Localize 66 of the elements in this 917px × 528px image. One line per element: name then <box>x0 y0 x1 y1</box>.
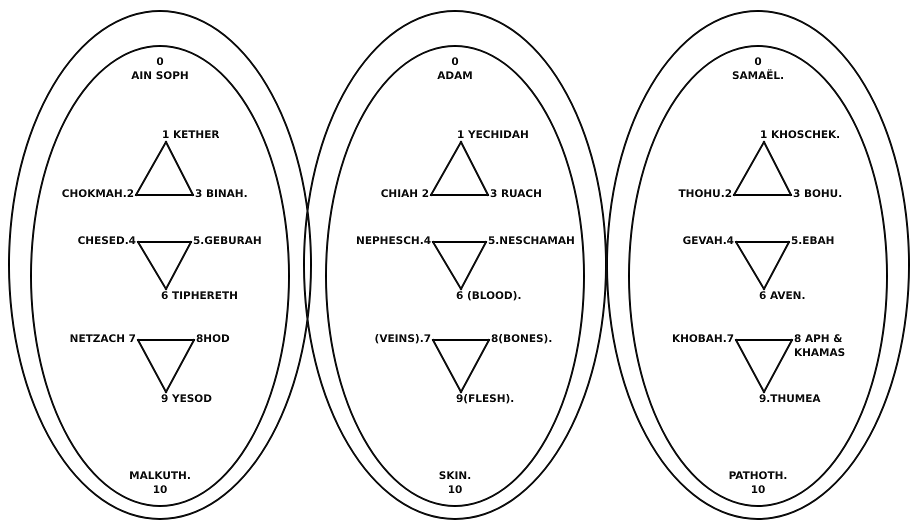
sephirah-label: 3 BINAH. <box>195 187 248 201</box>
sephirah-label: KHOBAH.7 <box>672 332 734 346</box>
inner-oval <box>628 45 888 507</box>
sephirah-label: THOHU.2 <box>678 187 732 201</box>
triangle-side <box>430 194 489 196</box>
sephirah-label: 3 BOHU. <box>793 187 842 201</box>
triangle-side <box>460 339 490 393</box>
triangle-side <box>137 241 192 243</box>
oval-label: 0 SAMAËL. <box>730 55 786 83</box>
triangle-side <box>135 141 167 196</box>
sephirah-label: 1 KETHER <box>162 128 220 142</box>
sephirah-label: CHIAH 2 <box>380 187 429 201</box>
triangle-side <box>460 241 487 290</box>
sephirah-label: 6 TIPHERETH <box>161 289 238 303</box>
sephirah-label: 9(FLESH). <box>456 392 514 406</box>
inner-oval <box>325 45 585 507</box>
triangle-side <box>735 241 790 243</box>
triangle-side <box>432 241 487 243</box>
triangle-side <box>135 194 194 196</box>
sephirah-label: 9.THUMEA <box>759 392 821 406</box>
sephirah-label: NEPHESCH.4 <box>356 234 431 248</box>
sephirah-label: 8 APH & KHAMAS <box>794 332 878 360</box>
sephirah-label: CHESED.4 <box>78 234 136 248</box>
triangle-side <box>733 194 792 196</box>
triangle-side <box>137 339 195 341</box>
triangle-side <box>460 141 489 196</box>
oval-label: 0 AIN SOPH <box>130 55 190 83</box>
oval-label: 0 ADAM <box>436 55 474 83</box>
sephirah-label: NETZACH 7 <box>70 332 136 346</box>
oval-label: MALKUTH. 10 <box>128 469 192 497</box>
triangle-side <box>137 339 167 393</box>
triangle-side <box>735 241 765 290</box>
triangle-side <box>137 241 167 290</box>
sephirah-label: 1 YECHIDAH <box>457 128 529 142</box>
sephirah-label: 1 KHOSCHEK. <box>760 128 840 142</box>
triangle-side <box>733 141 765 196</box>
triangle-side <box>763 141 792 196</box>
triangle-side <box>432 339 462 393</box>
sephirah-label: 6 AVEN. <box>759 289 806 303</box>
triangle-side <box>735 339 765 393</box>
sephirah-label: 8(BONES). <box>491 332 552 346</box>
oval-label: SKIN. 10 <box>438 469 472 497</box>
sephirah-label: 5.GEBURAH <box>193 234 262 248</box>
sephirah-label: 8HOD <box>196 332 230 346</box>
sephirah-label: 5.EBAH <box>791 234 834 248</box>
triangle-side <box>165 339 195 393</box>
inner-oval <box>30 45 290 507</box>
triangle-side <box>735 339 793 341</box>
triangle-side <box>165 241 192 290</box>
triangle-side <box>432 241 462 290</box>
sephirah-label: 6 (BLOOD). <box>456 289 522 303</box>
triangle-side <box>763 339 793 393</box>
sephirah-label: 9 YESOD <box>161 392 212 406</box>
triangle-side <box>432 339 490 341</box>
outer-oval <box>303 10 607 520</box>
triangle-side <box>430 141 462 196</box>
sephirah-label: CHOKMAH.2 <box>62 187 134 201</box>
triangle-side <box>165 141 194 196</box>
outer-oval <box>8 10 312 520</box>
outer-oval <box>606 10 910 520</box>
sephirah-label: 5.NESCHAMAH <box>488 234 572 248</box>
sephirah-label: GEVAH.4 <box>682 234 734 248</box>
sephirah-label: (VEINS).7 <box>374 332 431 346</box>
sephirah-label: 3 RUACH <box>490 187 542 201</box>
oval-label: PATHOTH. 10 <box>728 469 788 497</box>
triangle-side <box>763 241 790 290</box>
